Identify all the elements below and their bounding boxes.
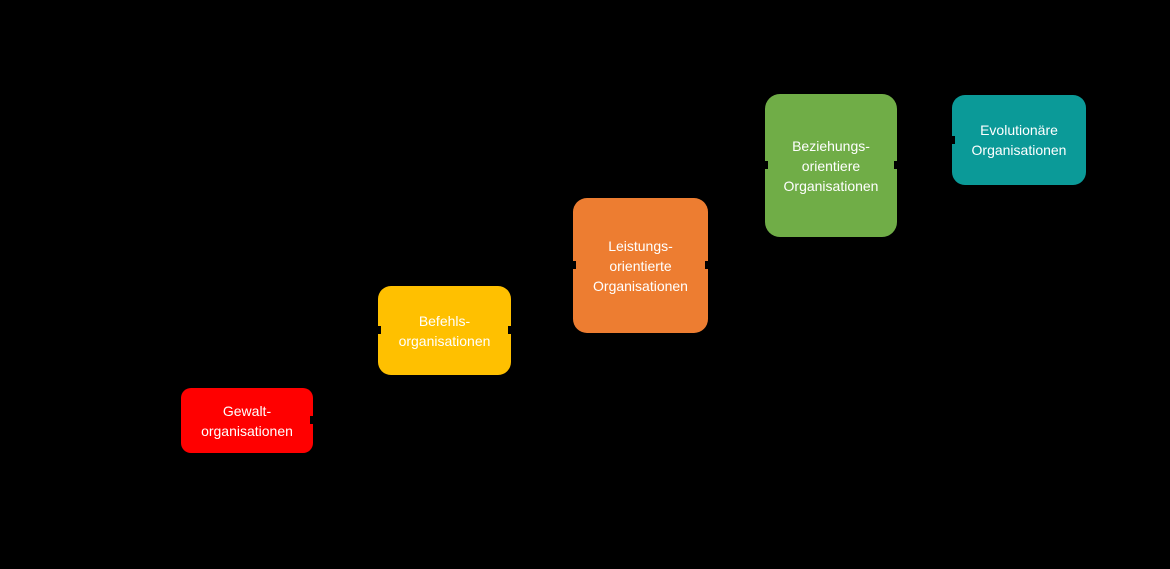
stage-box-beziehungsorganisationen: Beziehungs- orientiere Organisationen (765, 94, 897, 237)
connector-anchor (705, 261, 709, 269)
stage-box-gewaltorganisationen: Gewalt- organisationen (181, 388, 313, 453)
connector-anchor (377, 326, 381, 334)
connector-anchor (951, 136, 955, 144)
stage-box-leistungsorganisationen: Leistungs- orientierte Organisationen (573, 198, 708, 333)
stage-label-evolutionaere: Evolutionäre Organisationen (971, 122, 1067, 158)
connector-anchor (508, 326, 512, 334)
stage-label-leistungsorganisationen: Leistungs- orientierte Organisationen (593, 237, 688, 294)
connector-anchor (572, 261, 576, 269)
stage-box-befehlsorganisationen: Befehls- organisationen (378, 286, 511, 375)
stage-box-evolutionaere: Evolutionäre Organisationen (952, 95, 1086, 185)
connector-anchor (894, 161, 898, 169)
connector-anchor (764, 161, 768, 169)
connector-anchor (310, 416, 314, 424)
stage-label-beziehungsorganisationen: Beziehungs- orientiere Organisationen (783, 137, 879, 194)
stage-label-befehlsorganisationen: Befehls- organisationen (398, 312, 491, 349)
stage-label-gewaltorganisationen: Gewalt- organisationen (201, 402, 293, 439)
